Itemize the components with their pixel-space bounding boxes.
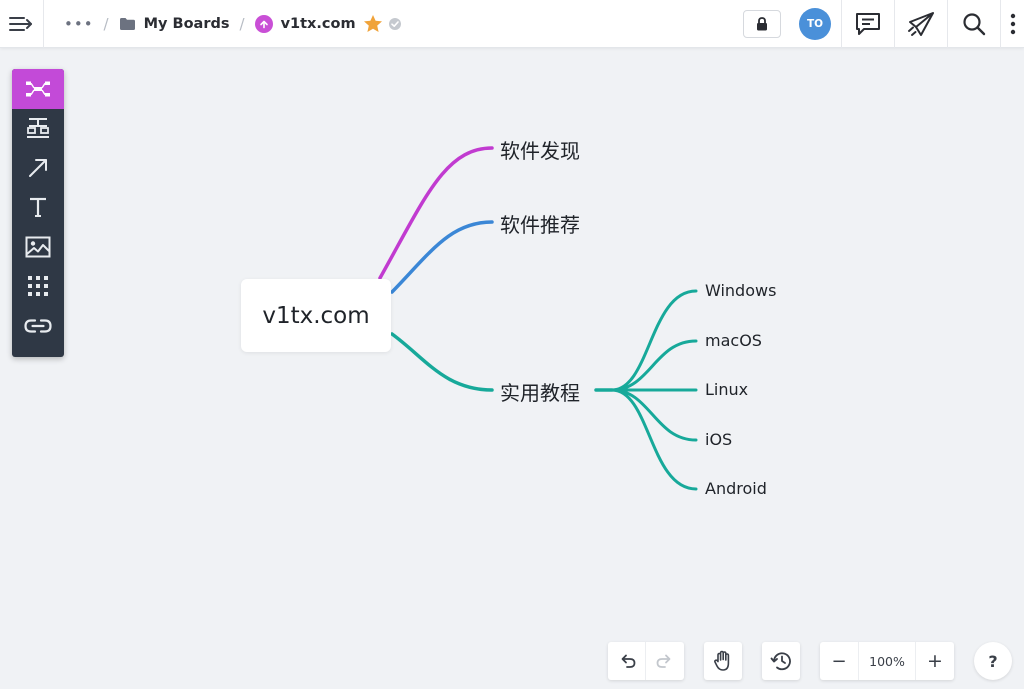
search-button[interactable] bbox=[947, 0, 1000, 48]
mindmap-leaf-node[interactable]: Linux bbox=[705, 380, 749, 399]
tool-arrow[interactable] bbox=[12, 148, 64, 188]
verified-icon bbox=[388, 17, 401, 30]
board-title: v1tx.com bbox=[280, 15, 356, 32]
expand-menu-icon bbox=[8, 16, 32, 31]
folder-label: My Boards bbox=[143, 15, 230, 32]
hand-icon bbox=[714, 650, 730, 671]
history-tool[interactable] bbox=[762, 642, 800, 680]
tool-org-chart[interactable] bbox=[12, 109, 64, 149]
breadcrumb: ••• / My Boards / v1tx.com bbox=[44, 0, 402, 48]
mindmap-connectors bbox=[378, 146, 698, 491]
mindmap-leaf-node[interactable]: Windows bbox=[705, 281, 777, 300]
undo-icon bbox=[621, 654, 635, 668]
connector-branch-2 bbox=[390, 220, 494, 294]
breadcrumb-separator: / bbox=[103, 14, 109, 33]
mindmap-branch-node[interactable]: 软件发现 bbox=[500, 139, 580, 163]
more-vertical-icon bbox=[1010, 13, 1015, 35]
zoom-in-button[interactable]: + bbox=[927, 650, 943, 672]
lock-button[interactable] bbox=[743, 10, 781, 38]
top-bar: ••• / My Boards / v1tx.com bbox=[0, 0, 1024, 48]
mindmap-icon bbox=[26, 81, 50, 97]
org-chart-icon bbox=[27, 118, 49, 139]
comment-icon bbox=[856, 13, 880, 35]
link-icon bbox=[24, 319, 52, 333]
board-canvas[interactable]: v1tx.com 软件发现 软件推荐 实用教程 Windows macOS Li… bbox=[0, 48, 1024, 689]
connector-leaf-5 bbox=[610, 388, 698, 491]
top-bar-actions: TO bbox=[743, 0, 1024, 48]
mindmap-branch-node[interactable]: 实用教程 bbox=[500, 381, 580, 405]
text-icon bbox=[30, 198, 46, 218]
hand-tool[interactable] bbox=[704, 642, 742, 680]
breadcrumb-more-button[interactable]: ••• bbox=[64, 14, 94, 33]
lock-icon bbox=[757, 17, 767, 31]
comments-button[interactable] bbox=[841, 0, 894, 48]
hand-tool-button[interactable] bbox=[704, 642, 742, 680]
avatar[interactable]: TO bbox=[799, 8, 831, 40]
undo-redo-group bbox=[608, 642, 684, 680]
grid-icon bbox=[28, 276, 48, 297]
tool-link[interactable] bbox=[12, 306, 64, 346]
more-options-button[interactable] bbox=[1000, 0, 1024, 48]
tool-apps[interactable] bbox=[12, 267, 64, 307]
zoom-out-button[interactable]: − bbox=[831, 650, 847, 672]
tools-panel bbox=[12, 69, 64, 357]
mindmap-branch-node[interactable]: 软件推荐 bbox=[500, 213, 580, 237]
share-button[interactable] bbox=[894, 0, 947, 48]
zoom-level[interactable]: 100% bbox=[858, 642, 916, 680]
mindmap-leaf-node[interactable]: macOS bbox=[705, 331, 762, 350]
redo-icon bbox=[656, 654, 671, 668]
connector-branch-3 bbox=[390, 332, 494, 392]
connector-leaf-2 bbox=[610, 339, 698, 392]
history-icon bbox=[770, 652, 791, 671]
history-button[interactable] bbox=[762, 642, 800, 680]
mindmap-leaf-node[interactable]: iOS bbox=[705, 430, 733, 449]
connector-leaf-1 bbox=[610, 289, 698, 392]
redo-button[interactable] bbox=[646, 642, 684, 680]
arrow-icon bbox=[29, 158, 47, 177]
breadcrumb-board[interactable]: v1tx.com bbox=[254, 14, 356, 33]
search-icon bbox=[963, 13, 986, 36]
folder-icon bbox=[119, 17, 135, 30]
breadcrumb-separator: / bbox=[239, 14, 245, 33]
mindmap-root-node[interactable]: v1tx.com bbox=[241, 279, 391, 352]
tool-text[interactable] bbox=[12, 188, 64, 228]
connector-branch-1 bbox=[378, 146, 494, 280]
expand-menu-button[interactable] bbox=[0, 0, 44, 48]
paper-plane-icon bbox=[908, 12, 934, 36]
tool-mindmap[interactable] bbox=[12, 69, 64, 109]
image-icon bbox=[25, 236, 51, 258]
tool-image[interactable] bbox=[12, 227, 64, 267]
zoom-controls: − 100% + bbox=[820, 642, 954, 680]
undo-button[interactable] bbox=[608, 642, 646, 680]
board-icon bbox=[254, 14, 273, 33]
star-icon[interactable] bbox=[363, 14, 383, 33]
help-button[interactable]: ? bbox=[974, 642, 1012, 680]
mindmap-leaf-node[interactable]: Android bbox=[705, 479, 767, 498]
breadcrumb-folder[interactable]: My Boards bbox=[119, 16, 230, 32]
connector-leaf-4 bbox=[610, 388, 698, 442]
